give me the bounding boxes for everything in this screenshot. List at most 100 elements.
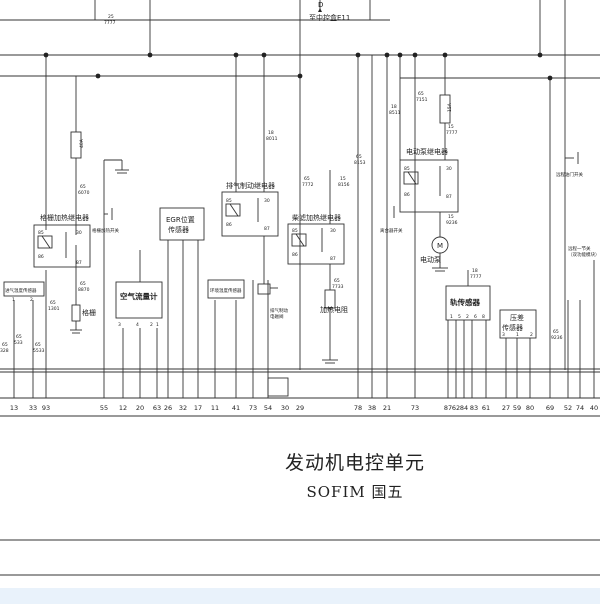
bottom-band: [0, 588, 600, 604]
pin-label: 12: [119, 404, 127, 412]
wire-code: 328: [0, 348, 9, 354]
svg-text:8: 8: [482, 314, 485, 320]
svg-text:30: 30: [76, 230, 82, 236]
svg-text:87: 87: [446, 194, 452, 200]
pin-label: 33: [29, 404, 37, 412]
pin-label: 55: [100, 404, 108, 412]
wire-number: 15: [340, 176, 346, 182]
svg-text:1: 1: [12, 297, 15, 303]
top-connector-letter: D: [318, 1, 323, 9]
svg-text:1: 1: [450, 314, 453, 320]
svg-text:85: 85: [38, 230, 44, 236]
wire-number: 65: [356, 154, 362, 160]
wire-code: 7777: [446, 130, 458, 136]
wire-number: 65: [304, 176, 310, 182]
wire-code: 7733: [332, 284, 344, 290]
svg-text:5: 5: [458, 314, 461, 320]
svg-text:86: 86: [404, 192, 410, 198]
pin-label: 84: [460, 404, 468, 412]
pin-label: 21: [383, 404, 391, 412]
svg-text:2: 2: [150, 322, 153, 328]
wire-code: 9236: [446, 220, 458, 226]
svg-text:1: 1: [156, 322, 159, 328]
wire-code: 1301: [48, 306, 60, 312]
pin-label: 87: [444, 404, 452, 412]
pin-label: 73: [411, 404, 419, 412]
grid-heater-relay-label: 格栅加热继电器: [40, 213, 89, 222]
wire-number: 65: [50, 300, 56, 306]
exhaust-brake-valve-label-1: 排气制动: [270, 307, 288, 314]
right-note-1: 远程油门开关: [556, 171, 583, 178]
clutch-switch-label: 离合器开关: [380, 227, 403, 234]
wire-code: 8511: [389, 110, 401, 116]
egr-sensor-label-1: EGR位置: [166, 215, 195, 224]
pin-label: 26: [164, 404, 172, 412]
wire-code: 7772: [302, 182, 314, 188]
pin-label: 63: [153, 404, 161, 412]
wire-number: 15: [448, 124, 454, 130]
wire-number: 15: [448, 214, 454, 220]
diesel-filter-relay-label: 柴滤加热继电器: [292, 213, 341, 222]
wire-number: 18: [472, 268, 478, 274]
pin-label: 41: [232, 404, 240, 412]
pin-label: 27: [502, 404, 510, 412]
pin-label: 83: [470, 404, 478, 412]
svg-text:1: 1: [516, 332, 519, 338]
grid-heater-switch-label: 格栅加热开关: [92, 227, 119, 234]
exhaust-brake-relay-label: 排气制动继电器: [226, 181, 275, 190]
svg-text:2: 2: [530, 332, 533, 338]
right-note-2-line-1: 远程一节关: [568, 245, 591, 252]
svg-text:30: 30: [446, 166, 452, 172]
pin-label: 40: [590, 404, 598, 412]
egr-sensor-label-2: 传感器: [168, 225, 189, 234]
pin-label: 62: [452, 404, 460, 412]
pin-label: 52: [564, 404, 572, 412]
wire-number: 65: [80, 281, 86, 287]
wire-code: 8153: [354, 160, 366, 166]
pin-label: 29: [296, 404, 304, 412]
wire-number: 65: [35, 342, 41, 348]
wire-code: 7777: [104, 20, 116, 26]
wire-number: 25: [108, 14, 114, 20]
fuse-15a-label: 15A: [447, 102, 453, 112]
svg-text:87: 87: [264, 226, 270, 232]
pin-label: 78: [354, 404, 362, 412]
wire-code: 8870: [78, 287, 90, 293]
pin-label: 32: [179, 404, 187, 412]
wire-code: 7151: [416, 97, 428, 103]
wire-number: 18: [268, 130, 274, 136]
fuse-40a-label: 40A: [79, 138, 85, 148]
wire-code: 533: [14, 340, 23, 346]
diff-pressure-label-2: 传感器: [502, 323, 523, 332]
svg-text:86: 86: [38, 254, 44, 260]
pin-label: 20: [136, 404, 144, 412]
wire-code: 9236: [551, 335, 563, 341]
electric-pump-label: 电动泵: [420, 255, 441, 264]
svg-text:6: 6: [474, 314, 477, 320]
rail-pressure-sensor-label: 轨传感器: [450, 297, 480, 307]
pin-label: 54: [264, 404, 272, 412]
diagram-title: 发动机电控单元: [284, 452, 425, 474]
diagram-subtitle: SOFIM 国五: [306, 483, 404, 501]
svg-text:3: 3: [502, 332, 505, 338]
heating-resistor-label: 加热电阻: [320, 305, 348, 314]
exhaust-brake-valve-label-2: 电磁阀: [270, 313, 284, 320]
wire-code: 5533: [33, 348, 45, 354]
svg-text:30: 30: [264, 198, 270, 204]
svg-text:2: 2: [466, 314, 469, 320]
svg-text:85: 85: [292, 228, 298, 234]
pin-label: 17: [194, 404, 202, 412]
pin-label: 30: [281, 404, 289, 412]
air-flow-meter-label: 空气流量计: [120, 291, 158, 301]
pin-label: 69: [546, 404, 554, 412]
svg-text:85: 85: [404, 166, 410, 172]
motor-symbol: M: [437, 242, 443, 250]
intake-temp-sensor: 进气温度传感器: [5, 287, 37, 294]
pin-label: 11: [211, 404, 219, 412]
svg-text:30: 30: [330, 228, 336, 234]
svg-text:87: 87: [330, 256, 336, 262]
svg-text:86: 86: [292, 252, 298, 258]
wire-code: 6070: [78, 190, 90, 196]
svg-text:4: 4: [136, 322, 139, 328]
